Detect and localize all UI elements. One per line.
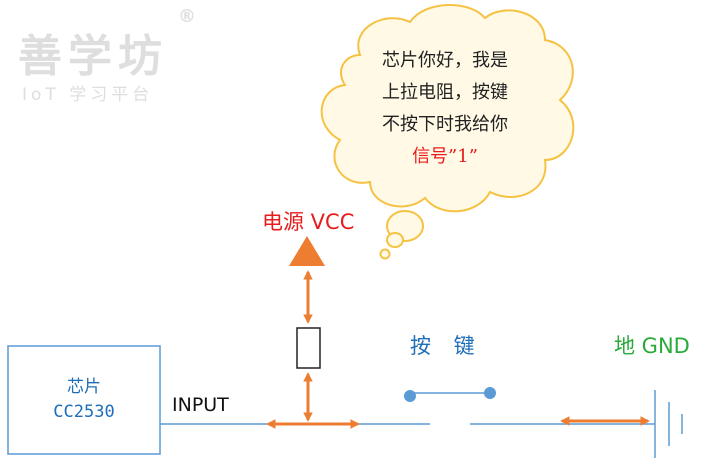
thought-line-3: 不按下时我给你 (382, 114, 508, 135)
thought-cloud (320, 4, 575, 260)
gnd-label: 地 GND (614, 334, 690, 358)
thought-line-2: 上拉电阻，按键 (382, 82, 508, 103)
chip-model-label: CC2530 (53, 402, 115, 422)
thought-line-4: 信号”1” (412, 146, 478, 167)
switch-contact-left (404, 390, 416, 402)
key-label: 按 键 (410, 334, 483, 358)
vcc-triangle (289, 236, 325, 266)
thought-line-1: 芯片你好，我是 (382, 50, 508, 71)
watermark-subtitle: IoT 学习平台 (22, 85, 154, 105)
ground-symbol (654, 390, 683, 458)
thought-bubble-small (379, 248, 391, 260)
thought-bubble-medium (386, 232, 404, 248)
pull-up-resistor (296, 327, 321, 369)
input-label: INPUT (172, 394, 229, 416)
push-button-switch (404, 387, 496, 402)
vcc-label: 电源 VCC (262, 210, 355, 234)
switch-contact-right (484, 387, 496, 399)
chip-label: 芯片 (67, 377, 101, 397)
watermark-registered-mark: ® (178, 6, 196, 27)
watermark-title: 善学坊 (18, 31, 168, 82)
thought-text: 芯片你好，我是 上拉电阻，按键 不按下时我给你 信号”1” (355, 45, 535, 173)
chip-box (7, 345, 161, 455)
